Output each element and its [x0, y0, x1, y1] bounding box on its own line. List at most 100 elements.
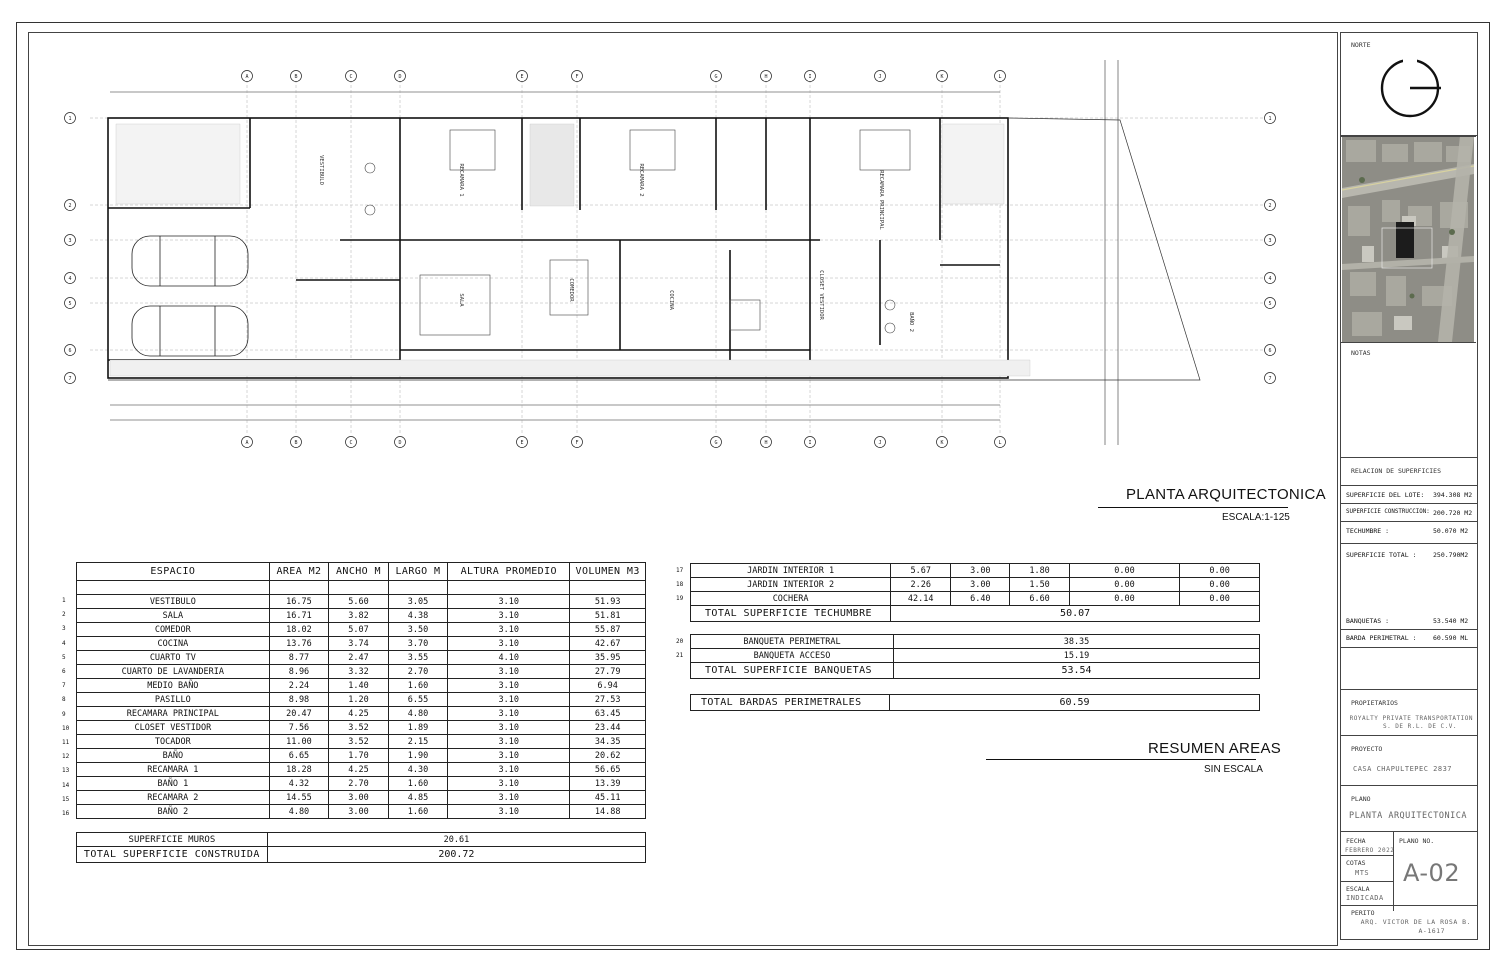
header-ancho: ANCHO M — [328, 562, 389, 581]
plan-title-rule — [1098, 507, 1288, 508]
bardas-total-value: 60.59 — [889, 694, 1260, 711]
banquetas-total-label: TOTAL SUPERFICIE BANQUETAS — [690, 662, 894, 679]
cell-volumen: 20.62 — [569, 748, 646, 763]
cell-area: 16.71 — [268, 608, 330, 623]
row-number: 19 — [676, 595, 684, 602]
cell-volumen: 63.45 — [569, 706, 646, 721]
row-number: 14 — [62, 781, 70, 789]
axis-bubble — [710, 70, 722, 82]
plan-scale: ESCALA:1-125 — [1222, 512, 1290, 523]
row-number: 18 — [676, 581, 684, 588]
cell-area: 18.02 — [268, 622, 330, 637]
axis-bubble — [760, 436, 772, 448]
cell-ancho: 4.25 — [328, 706, 389, 721]
cell-altura: 3.10 — [447, 636, 571, 651]
cell-area: 2.24 — [268, 678, 330, 693]
row-number: 20 — [676, 638, 684, 645]
header-largo: LARGO M — [387, 562, 449, 581]
row-number: 6 — [62, 668, 66, 675]
row-number: 10 — [62, 724, 70, 732]
cell-area: 16.75 — [268, 594, 330, 609]
axis-bubble-label: G — [714, 74, 717, 80]
axis-bubble — [1264, 112, 1276, 124]
cell-ancho: 1.20 — [328, 692, 389, 707]
cell-espacio: JARDIN INTERIOR 1 — [689, 563, 892, 578]
cell-altura: 3.10 — [447, 664, 571, 679]
cell-largo: 4.30 — [387, 762, 449, 777]
axis-bubble-label: 4 — [1268, 276, 1271, 282]
header-espacio: ESPACIO — [76, 562, 270, 581]
cell-d: 0.00 — [1068, 591, 1181, 606]
escala-label: ESCALA — [1346, 885, 1370, 893]
cell-volumen: 42.67 — [569, 636, 646, 651]
bardas-total-label: TOTAL BARDAS PERIMETRALES — [690, 694, 890, 711]
cell-ancho: 3.82 — [328, 608, 389, 623]
axis-bubble — [394, 70, 406, 82]
cell-a: 42.14 — [890, 591, 952, 606]
axis-bubble-label: 7 — [1268, 376, 1271, 382]
cell-volumen: 56.65 — [569, 762, 646, 777]
cell-largo: 4.38 — [387, 608, 449, 623]
cell-value: 38.35 — [893, 634, 1260, 649]
axis-bubble-label: B — [294, 74, 297, 80]
axis-bubble — [64, 234, 76, 246]
cell-largo: 1.90 — [387, 748, 449, 763]
axis-bubble-label: A — [245, 440, 248, 446]
axis-bubble-label: C — [349, 74, 352, 80]
axis-bubble-label: D — [398, 74, 401, 80]
muros-value: 20.61 — [266, 832, 647, 847]
cell-espacio: MEDIO BAÑO — [76, 678, 270, 693]
axis-bubble-label: 5 — [68, 301, 71, 307]
cell-altura: 3.10 — [447, 706, 571, 721]
cell-area: 7.56 — [268, 720, 330, 735]
axis-bubble — [516, 70, 528, 82]
cell-area: 11.00 — [268, 734, 330, 749]
axis-bubble — [64, 297, 76, 309]
cell-c: 1.50 — [1009, 577, 1070, 592]
areas-table: ESPACIO AREA M2 ANCHO M LARGO M ALTURA P… — [76, 562, 646, 819]
axis-bubble — [64, 199, 76, 211]
axis-bubble-label: L — [998, 440, 1001, 446]
sup-construccion-value: 200.720 M2 — [1433, 509, 1473, 517]
axis-bubble — [1264, 344, 1276, 356]
axis-bubble — [345, 70, 357, 82]
row-number: 9 — [62, 710, 66, 718]
bardas-table: TOTAL BARDAS PERIMETRALES 60.59 — [690, 694, 1260, 711]
axis-bubble — [64, 344, 76, 356]
room-label: RECAMARA 1 — [458, 163, 464, 196]
proyecto-value: CASA CHAPULTEPEC 2837 — [1353, 765, 1453, 773]
room-label: RECAMARA 2 — [638, 163, 644, 196]
axis-bubble-label: H — [764, 440, 767, 446]
north-label: NORTE — [1351, 41, 1371, 49]
cell-espacio: RECAMARA PRINCIPAL — [76, 706, 270, 721]
cell-area: 4.32 — [268, 776, 330, 791]
techumbre-value: 50.070 M2 — [1433, 527, 1469, 535]
row-number: 7 — [62, 682, 66, 690]
cell-altura: 3.10 — [447, 608, 571, 623]
cell-ancho: 3.52 — [328, 720, 389, 735]
cell-c: 1.80 — [1009, 563, 1070, 578]
row-number: 17 — [676, 567, 684, 574]
cell-ancho: 3.00 — [328, 804, 389, 819]
plano-label: PLANO — [1351, 795, 1371, 803]
axis-bubble — [874, 70, 886, 82]
axis-bubble-label: J — [878, 440, 881, 446]
propietarios-line2: S. DE R.L. DE C.V. — [1382, 723, 1457, 730]
cell-espacio: COCINA — [76, 636, 270, 651]
axis-bubble — [571, 70, 583, 82]
row-number: 21 — [676, 652, 684, 659]
sup-construccion-label: SUPERFICIE CONSTRUCCION: — [1346, 509, 1430, 515]
cell-altura: 3.10 — [447, 622, 571, 637]
cell-espacio: BAÑO — [76, 748, 270, 763]
axis-bubble-label: H — [764, 74, 767, 80]
axis-bubble — [804, 436, 816, 448]
axis-bubble — [994, 436, 1006, 448]
